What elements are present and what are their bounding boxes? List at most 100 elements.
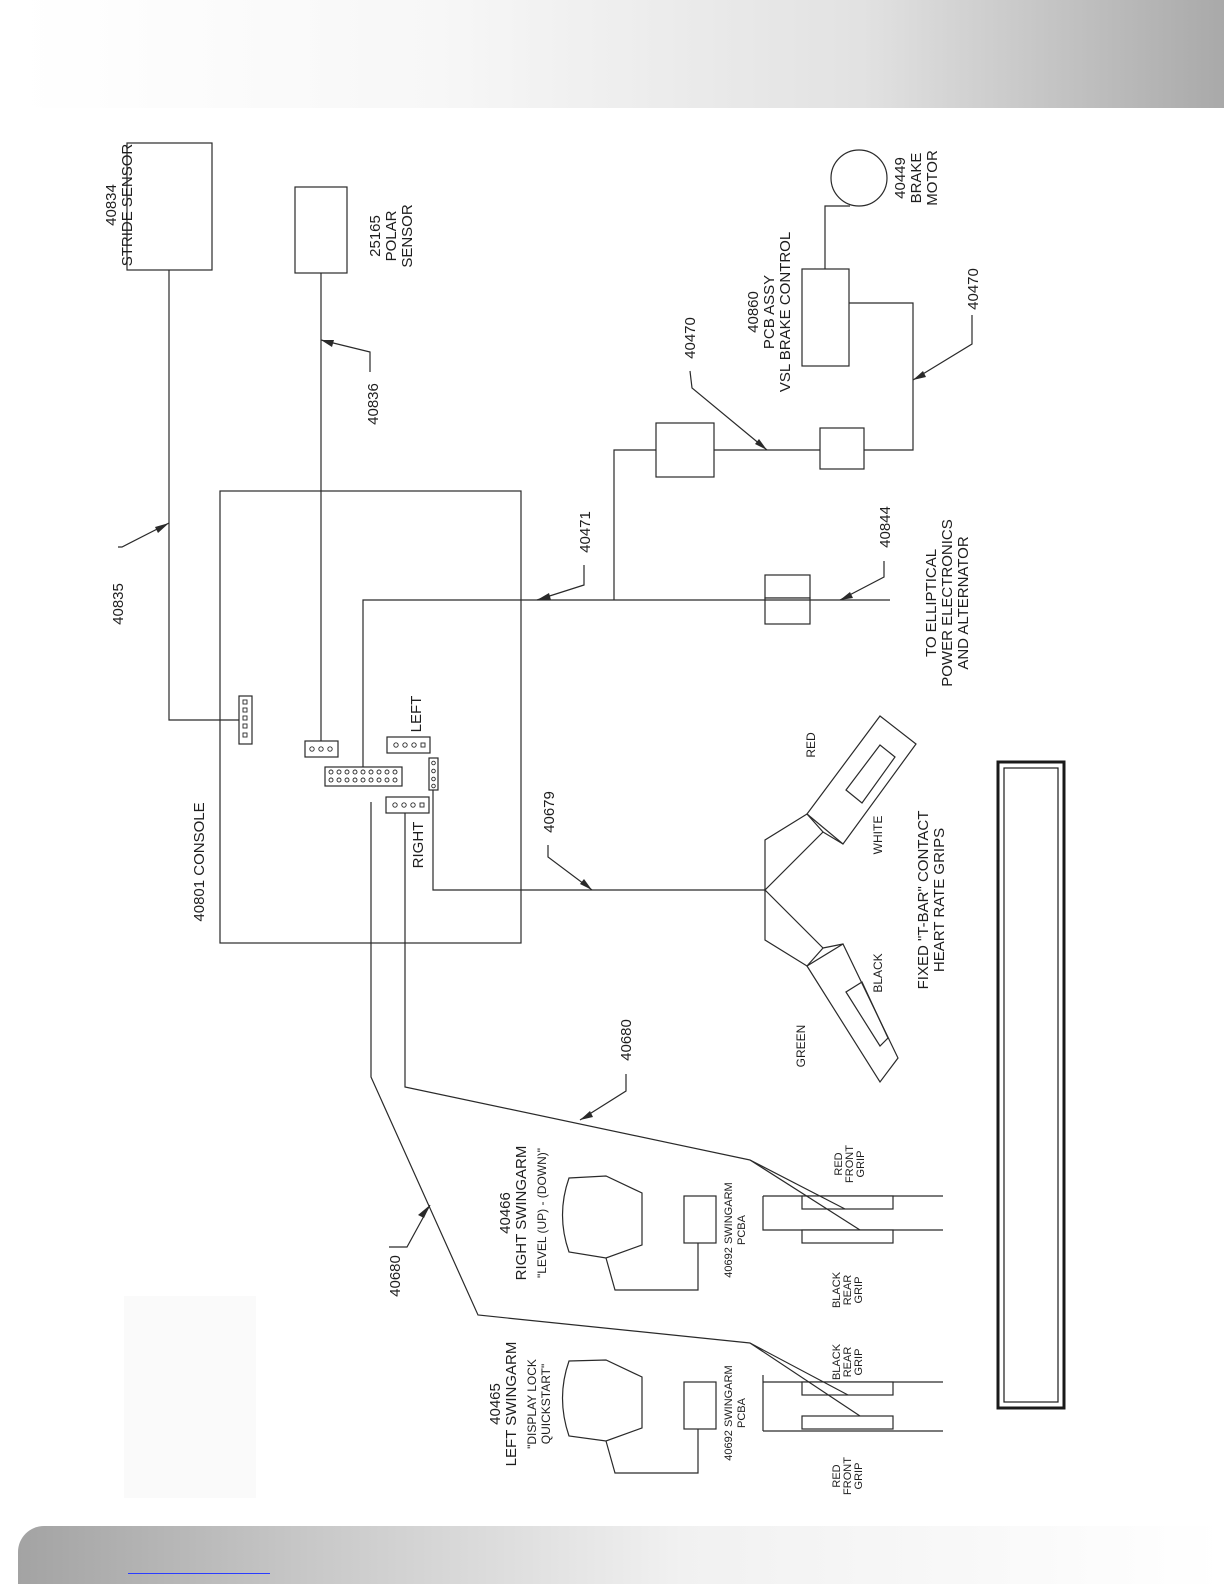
label-cable-40844: 40844 [877, 506, 894, 548]
label-power-l1: TO ELLIPTICAL [923, 549, 940, 657]
label-brake-motor-l2: MOTOR [924, 150, 941, 206]
console-connector-polar [304, 740, 339, 758]
label-right-front-grip-l3: GRIP [855, 1151, 867, 1178]
label-stride-sensor-name: STRIDE SENSOR [119, 144, 136, 267]
right-swingarm [561, 1159, 943, 1291]
label-right-front-grip-l2: FRONT [844, 1145, 856, 1183]
label-console: 40801 CONSOLE [191, 802, 208, 921]
label-right-front-grip-l1: RED [833, 1152, 845, 1175]
leader-40836 [320, 339, 371, 372]
label-cable-40470-a: 40470 [682, 317, 699, 359]
connector-pin [328, 769, 334, 775]
connector-pin [360, 777, 366, 783]
label-cable-40835: 40835 [110, 583, 127, 625]
label-cable-40680-a: 40680 [618, 1019, 635, 1061]
label-right-pcba-l2: PCBA [736, 1214, 748, 1245]
connector-40470-a [655, 422, 715, 478]
connector-pin [368, 777, 374, 783]
label-left-pcba-l1: 40692 SWINGARM [723, 1365, 735, 1460]
label-right-port: RIGHT [410, 822, 427, 869]
label-left-port: LEFT [408, 696, 425, 733]
side-panel [124, 1296, 256, 1498]
connector-pin [392, 777, 398, 783]
label-stride-sensor-num: 40834 [103, 184, 120, 226]
label-right-pcba-l1: 40692 SWINGARM [723, 1182, 735, 1277]
leader-40835 [118, 522, 170, 548]
label-left-front-grip-l2: FRONT [842, 1457, 854, 1495]
leader-40679 [547, 845, 593, 891]
label-right-rear-grip-l2: REAR [842, 1275, 854, 1306]
label-cable-40471: 40471 [577, 511, 594, 553]
label-left-rear-grip-l2: REAR [842, 1347, 854, 1378]
label-tbar-red: RED [804, 732, 818, 758]
label-cable-40836: 40836 [365, 383, 382, 425]
label-left-front-grip-l1: RED [831, 1464, 843, 1487]
label-polar-sensor-num: 25165 [367, 215, 384, 257]
connector-pin [336, 769, 342, 775]
label-right-swingarm-num: 40466 [497, 1192, 514, 1234]
label-polar-sensor-l1: POLAR [383, 210, 400, 261]
label-left-swingarm-func-l2: QUICKSTART" [539, 1364, 553, 1445]
leader-40680-b [389, 1204, 431, 1248]
console-connector-main [324, 766, 403, 787]
label-power-l2: POWER ELECTRONICS [939, 519, 956, 687]
label-left-front-grip-l3: GRIP [853, 1463, 865, 1490]
console-connector-left [386, 736, 431, 754]
connector-pin [368, 769, 374, 775]
label-pcb-assy-l2: VSL BRAKE CONTROL [777, 232, 794, 392]
connector-pin [344, 777, 350, 783]
connector-pin [392, 769, 398, 775]
pcb-assy-box [801, 268, 850, 367]
tbar-grips [764, 715, 917, 1084]
connector-pin [336, 777, 342, 783]
connector-40844-bottom [764, 597, 811, 625]
connector-40470-b [819, 427, 865, 470]
label-left-rear-grip-l1: BLACK [831, 1343, 843, 1380]
label-tbar-title-l2: HEART RATE GRIPS [931, 828, 948, 972]
console-connector-tbar [428, 757, 439, 791]
connector-pin [384, 769, 390, 775]
label-right-swingarm-func: "LEVEL (UP) - (DOWN)" [535, 1148, 549, 1278]
notes-panel-outer [996, 760, 1066, 1410]
label-cable-40470-b: 40470 [965, 268, 982, 310]
label-brake-motor-num: 40449 [892, 157, 909, 199]
label-tbar-white: WHITE [871, 816, 885, 855]
brake-motor-circle [830, 149, 888, 207]
label-left-pcba-l2: PCBA [736, 1397, 748, 1428]
label-polar-sensor-l2: SENSOR [399, 204, 416, 268]
label-brake-motor-l1: BRAKE [908, 153, 925, 204]
label-tbar-title-l1: FIXED "T-BAR" CONTACT [915, 811, 932, 990]
label-right-rear-grip-l3: GRIP [853, 1277, 865, 1304]
connector-40844-top [764, 574, 811, 599]
label-left-swingarm-func-l1: "DISPLAY LOCK [525, 1359, 539, 1449]
leader-40470-b [912, 315, 973, 381]
footer-band [18, 1526, 1224, 1584]
connector-pin [344, 769, 350, 775]
label-left-swingarm-name: LEFT SWINGARM [503, 1342, 520, 1467]
connector-pin [360, 769, 366, 775]
label-right-swingarm-name: RIGHT SWINGARM [513, 1146, 530, 1281]
connector-pin [376, 769, 382, 775]
label-power-l3: AND ALTERNATOR [955, 536, 972, 670]
leader-40680-a [579, 1074, 627, 1121]
leader-40470-a [689, 370, 768, 451]
label-pcb-assy-num: 40860 [745, 291, 762, 333]
connector-pin [352, 777, 358, 783]
connector-pin [376, 777, 382, 783]
label-cable-40680-b: 40680 [387, 1255, 404, 1297]
label-pcb-assy-l1: PCB ASSY [761, 275, 778, 349]
polar-sensor-box [294, 186, 348, 274]
header-band [18, 0, 1224, 108]
label-tbar-green: GREEN [794, 1025, 808, 1068]
connector-pin [352, 769, 358, 775]
label-tbar-black: BLACK [871, 953, 885, 992]
left-swingarm [561, 1342, 943, 1474]
label-right-rear-grip-l1: BLACK [831, 1271, 843, 1308]
footer-link[interactable] [128, 1573, 270, 1574]
label-cable-40679: 40679 [541, 791, 558, 833]
leader-40844 [839, 561, 885, 601]
connector-pin [328, 777, 334, 783]
notes-panel-inner [1003, 767, 1059, 1403]
label-left-swingarm-num: 40465 [487, 1383, 504, 1425]
